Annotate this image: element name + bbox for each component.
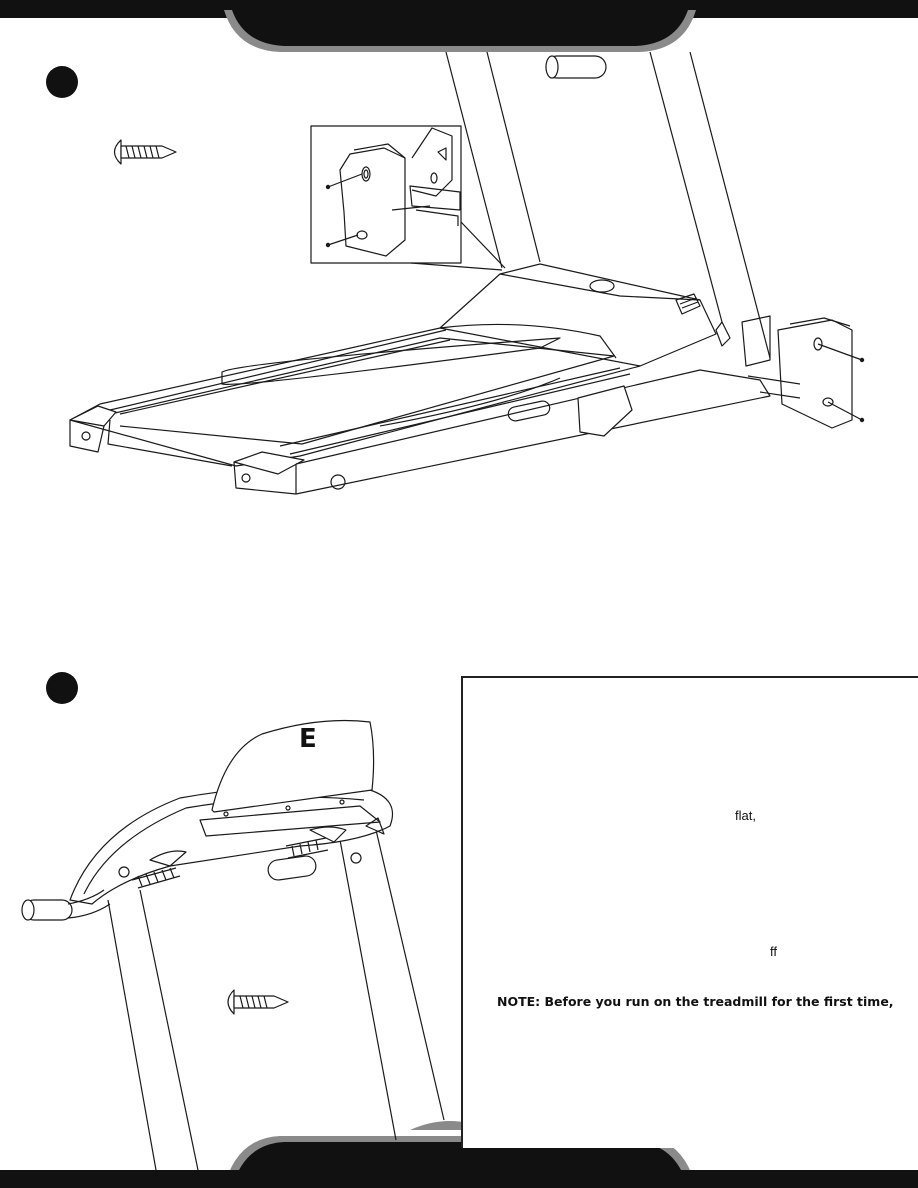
screw-icon bbox=[113, 139, 177, 165]
note-text: NOTE: Before you run on the treadmill fo… bbox=[497, 994, 894, 1009]
text-fragment-ff: ff bbox=[770, 944, 777, 959]
step-marker-2 bbox=[46, 672, 78, 704]
step-marker-1 bbox=[46, 66, 78, 98]
part-label-e: E bbox=[299, 724, 317, 754]
screw-icon bbox=[227, 989, 289, 1015]
text-fragment-flat: flat, bbox=[735, 808, 756, 823]
instructions-panel: flat, ff bbox=[461, 676, 918, 1148]
